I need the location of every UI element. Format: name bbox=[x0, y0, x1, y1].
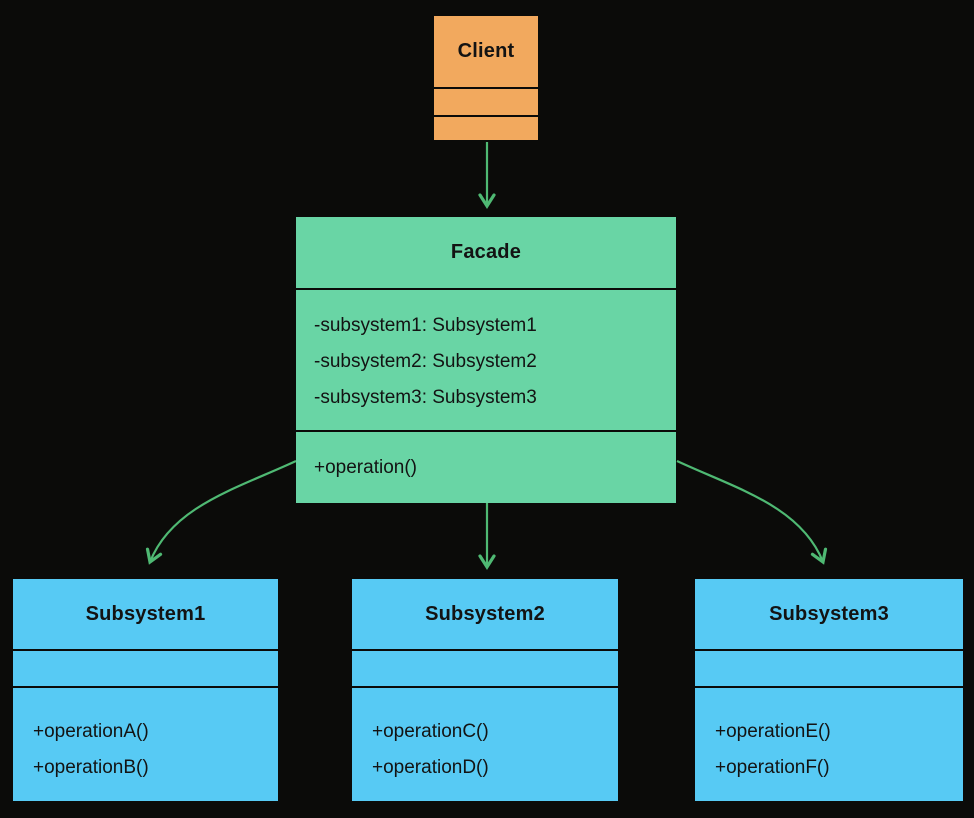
class-title: Client bbox=[457, 40, 515, 62]
attribute-line: -subsystem3: Subsystem3 bbox=[314, 387, 537, 408]
class-box-facade: Facade -subsystem1: Subsystem1 -subsyste… bbox=[296, 217, 676, 503]
attributes-compartment bbox=[695, 649, 963, 686]
attributes-compartment bbox=[352, 649, 618, 686]
method-line: +operation() bbox=[314, 456, 417, 478]
attribute-line: -subsystem2: Subsystem2 bbox=[314, 351, 537, 372]
attributes-compartment: -subsystem1: Subsystem1 -subsystem2: Sub… bbox=[296, 288, 676, 430]
class-title: Facade bbox=[450, 241, 522, 263]
arrow-facade-to-subsystem1 bbox=[145, 460, 297, 565]
class-title: Subsystem2 bbox=[425, 602, 545, 625]
methods-compartment: +operationC() +operationD() bbox=[352, 686, 618, 801]
class-box-subsystem1: Subsystem1 +operationA() +operationB() bbox=[13, 579, 278, 801]
method-line: +operationA() bbox=[33, 720, 149, 742]
class-box-client: Client bbox=[434, 16, 538, 140]
class-title: Subsystem3 bbox=[769, 602, 889, 625]
methods-compartment: +operation() bbox=[296, 430, 676, 503]
methods-compartment: +operationA() +operationB() bbox=[13, 686, 278, 801]
arrow-facade-to-subsystem3 bbox=[676, 460, 828, 565]
methods-compartment: +operationE() +operationF() bbox=[695, 686, 963, 801]
method-line: +operationB() bbox=[33, 756, 149, 778]
class-title: Subsystem1 bbox=[85, 602, 206, 625]
class-box-subsystem3: Subsystem3 +operationE() +operationF() bbox=[695, 579, 963, 801]
class-box-subsystem2: Subsystem2 +operationC() +operationD() bbox=[352, 579, 618, 801]
attributes-compartment bbox=[13, 649, 278, 686]
methods-compartment bbox=[434, 115, 538, 140]
method-line: +operationE() bbox=[715, 720, 831, 742]
method-line: +operationF() bbox=[715, 756, 830, 778]
method-line: +operationC() bbox=[372, 720, 489, 742]
method-line: +operationD() bbox=[372, 756, 489, 778]
attributes-compartment bbox=[434, 87, 538, 115]
attribute-line: -subsystem1: Subsystem1 bbox=[314, 315, 537, 336]
